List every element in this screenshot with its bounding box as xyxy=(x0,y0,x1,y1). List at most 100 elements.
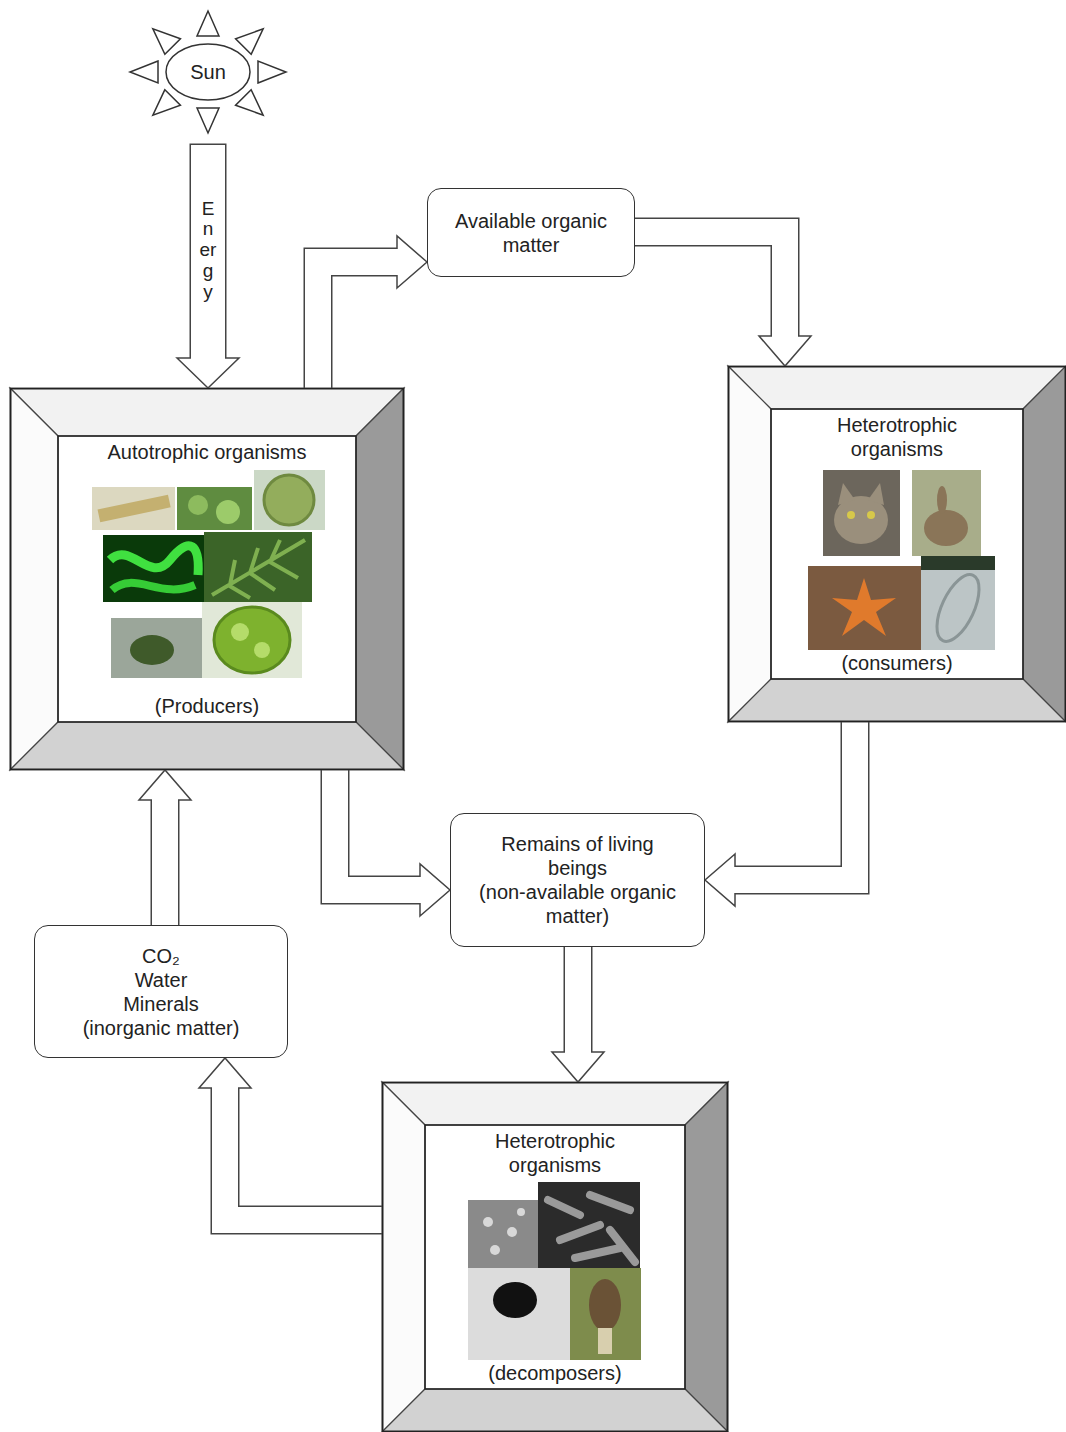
frame-bevel-left xyxy=(382,1082,425,1432)
sun-ray xyxy=(197,11,219,36)
frame-outer-border xyxy=(383,1083,728,1432)
frame-bevel-right xyxy=(1023,366,1066,722)
frame-inner-border xyxy=(425,1125,685,1389)
sun-ray xyxy=(236,29,264,54)
arrow-outline xyxy=(225,1088,384,1220)
cyanobacteria-filament xyxy=(112,583,195,590)
sun-label: Sun xyxy=(190,60,226,84)
algae-photo xyxy=(92,487,175,530)
box-note: (non-available organic matter) xyxy=(478,880,678,928)
block-arrow xyxy=(139,770,191,927)
yeast-cell xyxy=(490,1245,500,1255)
morel-cap xyxy=(589,1279,621,1331)
arrow-head xyxy=(705,854,735,906)
frame-bevel-top xyxy=(382,1082,728,1125)
arrow-outline xyxy=(735,721,855,881)
cat-ear xyxy=(868,483,884,505)
sun-ray xyxy=(197,108,219,133)
cyanobacteria-photo xyxy=(103,535,204,602)
rabbit-ear xyxy=(937,486,947,514)
yeast-cell xyxy=(483,1217,493,1227)
frame-bevel-top xyxy=(10,388,404,436)
chlorella-organelle xyxy=(254,642,270,658)
frame-title: Heterotrophic organisms xyxy=(460,1129,650,1177)
protist-photo-edge xyxy=(921,556,995,570)
sun-node: Sun xyxy=(125,5,291,145)
mould-photo xyxy=(468,1268,570,1360)
rabbit-body xyxy=(924,510,968,546)
frame-role: (decomposers) xyxy=(488,1361,621,1385)
frame-bevel-right xyxy=(685,1082,728,1432)
chlorella-organelle xyxy=(231,623,249,641)
arrow-body xyxy=(335,770,422,890)
fern-photo xyxy=(204,532,312,602)
arrow-head xyxy=(177,358,239,388)
matter-box: Available organic matter xyxy=(427,188,635,277)
arrow-head xyxy=(759,336,811,366)
cat-ear xyxy=(838,483,855,505)
frame-role: (consumers) xyxy=(841,651,952,675)
chlorella-photo xyxy=(202,602,302,678)
arrow-head xyxy=(397,236,427,288)
frame-outer-border xyxy=(11,389,404,770)
sun-ray xyxy=(130,61,158,83)
protist-photo xyxy=(921,556,995,650)
arrow-body xyxy=(318,262,399,388)
block-arrow xyxy=(634,232,812,366)
organism-frame: Autotrophic organisms (Producers) xyxy=(10,388,404,770)
frame-bevel-top xyxy=(728,366,1066,409)
yeast-photo xyxy=(468,1200,538,1268)
sun-ray xyxy=(153,29,181,54)
liverwort-photo xyxy=(111,618,202,678)
moss-leaf xyxy=(188,495,208,515)
arrow-body xyxy=(733,722,855,880)
arrow-body xyxy=(565,947,591,1054)
morel-stem xyxy=(598,1328,612,1354)
frame-inner-border xyxy=(58,436,356,722)
frame-title: Autotrophic organisms xyxy=(108,440,307,464)
sun-ray xyxy=(258,61,286,83)
frame-role: (Producers) xyxy=(155,694,259,718)
box-label: CO₂ Water Minerals xyxy=(116,944,206,1016)
diatom-cell xyxy=(264,475,314,525)
morel-photo xyxy=(570,1268,641,1360)
mould-sporangium xyxy=(493,1282,537,1318)
yeast-cell xyxy=(517,1208,525,1216)
arrow-head xyxy=(420,864,450,916)
frame-inner-border xyxy=(771,409,1023,679)
arrow-head xyxy=(139,770,191,800)
matter-box: CO₂ Water Minerals(inorganic matter) xyxy=(34,925,288,1058)
arrow-label: Energy xyxy=(199,199,218,303)
block-arrow xyxy=(177,144,239,389)
box-note: (inorganic matter) xyxy=(83,1016,240,1040)
starfish-photo xyxy=(808,566,921,650)
organism-frame: Heterotrophic organisms (decomposers) xyxy=(382,1082,728,1432)
bacteria-rod xyxy=(548,1195,635,1262)
frame-bevel-right xyxy=(356,388,404,770)
arrow-head xyxy=(199,1058,251,1088)
block-arrow xyxy=(705,721,855,907)
organism-frame: Heterotrophic organisms(consumers) xyxy=(728,366,1066,722)
protist-cell xyxy=(928,569,987,648)
fern-frond xyxy=(212,540,305,598)
frame-bevel-bottom xyxy=(382,1389,728,1432)
block-arrow xyxy=(335,769,450,917)
block-arrow xyxy=(552,946,604,1083)
arrow-body xyxy=(152,798,178,925)
frame-bevel-bottom xyxy=(728,679,1066,722)
arrow-outline xyxy=(634,232,786,336)
arrow-body xyxy=(225,1086,382,1220)
diatom-photo xyxy=(254,470,325,530)
box-label: Remains of living beings xyxy=(483,832,673,880)
yeast-cell xyxy=(507,1227,517,1237)
liverwort-thallus xyxy=(130,635,174,665)
box-label: Available organic matter xyxy=(446,209,616,257)
frame-bevel-left xyxy=(10,388,58,770)
cyanobacteria-filament xyxy=(110,546,198,575)
block-arrow xyxy=(318,236,427,390)
cat-eye xyxy=(867,511,875,519)
frame-bevel-bottom xyxy=(10,722,404,770)
moss-leaf xyxy=(216,500,240,524)
sun-ray xyxy=(236,90,264,115)
